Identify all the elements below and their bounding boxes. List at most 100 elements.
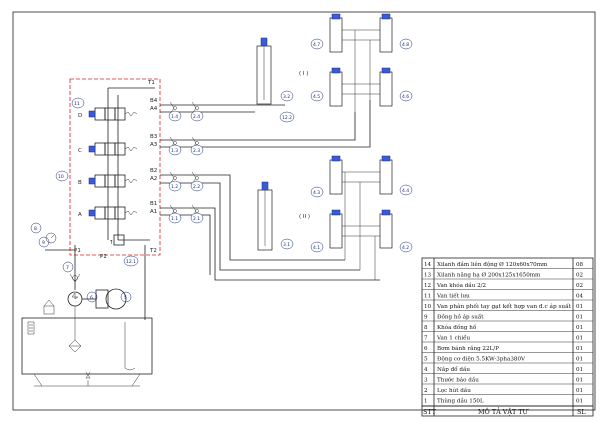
svg-text:Van phân phối tay gạt kết hợp: Van phân phối tay gạt kết hợp van đ.c áp… — [436, 303, 572, 310]
tag-4.3: 4.3 — [310, 186, 324, 198]
svg-text:2.2: 2.2 — [193, 184, 200, 190]
svg-text:4.7: 4.7 — [313, 42, 320, 48]
bom-row: 5 Động cơ điện 5.5KW-3pha380V 01 — [424, 356, 583, 363]
svg-text:2: 2 — [424, 388, 428, 394]
tag-2.4: 2.4 — [190, 110, 204, 122]
bom-row: 8 Khóa đồng hồ 01 — [424, 323, 583, 331]
port-p1: P1 — [74, 248, 81, 254]
tag-1.3: 1.3 — [168, 144, 182, 156]
bom-row: 3 Thước báo dầu 01 — [424, 376, 583, 384]
port-b4: B4 — [150, 98, 158, 104]
tag-11: 11 — [71, 97, 85, 109]
bom-row: 6 Bơm bánh răng 22L/P 01 — [424, 345, 583, 352]
svg-text:5: 5 — [124, 295, 127, 301]
electric-motor-icon — [95, 288, 127, 310]
bom-row: 9 Đồng hồ áp suất 01 — [424, 313, 583, 321]
svg-text:01: 01 — [576, 378, 583, 384]
svg-text:4.5: 4.5 — [313, 94, 320, 100]
relief-symbol: ↑ — [109, 239, 114, 246]
svg-text:2.3: 2.3 — [193, 148, 200, 154]
svg-text:04: 04 — [576, 294, 584, 300]
bom-table — [421, 257, 594, 407]
svg-text:2.1: 2.1 — [193, 216, 200, 222]
svg-text:3.2: 3.2 — [283, 94, 290, 100]
suction-filter-icon — [68, 339, 82, 353]
tag-7: 7 — [62, 261, 74, 273]
svg-text:01: 01 — [576, 315, 583, 321]
svg-text:01: 01 — [576, 388, 583, 394]
svg-text:01: 01 — [576, 367, 583, 373]
svg-text:7: 7 — [66, 265, 69, 271]
svg-text:01: 01 — [576, 399, 583, 405]
tag-2.3: 2.3 — [190, 144, 204, 156]
svg-text:Xilanh đầm liên động Ø 120x60x: Xilanh đầm liên động Ø 120x60x70mm — [437, 260, 548, 268]
valve-c — [88, 142, 138, 156]
valve-letter-c: C — [78, 148, 82, 154]
bom-row: 7 Van 1 chiều 01 — [424, 334, 583, 342]
tag-4.7: 4.7 — [310, 38, 324, 50]
svg-text:Lọc hút dầu: Lọc hút dầu — [437, 386, 471, 394]
bom-header-stt: STT — [423, 408, 437, 416]
lift-cylinder-lower — [257, 181, 273, 251]
tag-10: 10 — [55, 170, 69, 182]
tag-1.2: 1.2 — [168, 180, 182, 192]
svg-text:01: 01 — [576, 357, 583, 363]
svg-text:4.3: 4.3 — [313, 190, 320, 196]
port-t1: T1 — [147, 80, 155, 86]
svg-text:6: 6 — [424, 346, 428, 352]
bom-row: 14 Xilanh đầm liên động Ø 120x60x70mm 08 — [424, 260, 584, 268]
bom-row: 11 Van tiết lưu 04 — [424, 293, 584, 300]
svg-text:Thùng dầu 150L: Thùng dầu 150L — [437, 397, 484, 405]
svg-text:11: 11 — [424, 294, 431, 300]
svg-text:2.4: 2.4 — [193, 114, 200, 120]
svg-text:4.8: 4.8 — [402, 42, 409, 48]
svg-text:1.2: 1.2 — [171, 184, 178, 190]
svg-text:9: 9 — [424, 315, 428, 321]
svg-text:1: 1 — [424, 399, 428, 405]
check-valve-icon — [69, 273, 81, 283]
bom-header-qty: SL — [577, 408, 586, 416]
svg-text:13: 13 — [424, 273, 432, 279]
svg-text:12.2: 12.2 — [282, 115, 292, 121]
tag-2.1: 2.1 — [190, 212, 204, 224]
valve-letter-a: A — [78, 212, 82, 218]
svg-text:1.3: 1.3 — [171, 148, 178, 154]
svg-text:3: 3 — [424, 378, 428, 384]
svg-text:10: 10 — [424, 304, 432, 310]
svg-text:1.1: 1.1 — [171, 216, 178, 222]
valve-letter-b: B — [78, 180, 82, 186]
svg-text:02: 02 — [576, 273, 584, 279]
tag-4.5: 4.5 — [310, 90, 324, 102]
tag-6: 6 — [86, 291, 98, 303]
valve-letter-d: D — [78, 113, 82, 119]
svg-text:02: 02 — [576, 283, 584, 289]
svg-text:Khóa đồng hồ: Khóa đồng hồ — [437, 323, 477, 331]
svg-text:5: 5 — [424, 357, 428, 363]
svg-text:1.4: 1.4 — [171, 114, 178, 120]
svg-text:Nắp đổ dầu: Nắp đổ dầu — [437, 365, 470, 373]
svg-text:Van khóa dầu 2/2: Van khóa dầu 2/2 — [436, 281, 487, 289]
svg-text:8: 8 — [424, 325, 428, 331]
tag-4.6: 4.6 — [399, 90, 413, 102]
tag-4.4: 4.4 — [399, 184, 413, 196]
valve-b — [88, 174, 138, 188]
valve-a — [88, 206, 138, 220]
svg-text:01: 01 — [576, 325, 583, 331]
svg-text:4.2: 4.2 — [402, 245, 409, 251]
drawing-frame — [12, 11, 596, 411]
port-a3: A3 — [150, 142, 158, 148]
svg-text:7: 7 — [424, 336, 428, 342]
tag-8: 8 — [30, 222, 42, 234]
tag-1.1: 1.1 — [168, 212, 182, 224]
valve-stack — [88, 107, 138, 220]
tag-3.1: 3.1 — [280, 238, 294, 250]
tag-9: 9 — [38, 236, 50, 248]
svg-text:Đồng hồ áp suất: Đồng hồ áp suất — [437, 313, 484, 321]
svg-text:9: 9 — [42, 240, 45, 246]
tag-3.2: 3.2 — [280, 90, 294, 102]
svg-text:4.6: 4.6 — [402, 94, 409, 100]
svg-text:08: 08 — [576, 262, 584, 268]
svg-text:3.1: 3.1 — [283, 242, 290, 248]
svg-text:Bơm bánh răng 22L/P: Bơm bánh răng 22L/P — [437, 345, 499, 352]
svg-text:8: 8 — [34, 226, 37, 232]
